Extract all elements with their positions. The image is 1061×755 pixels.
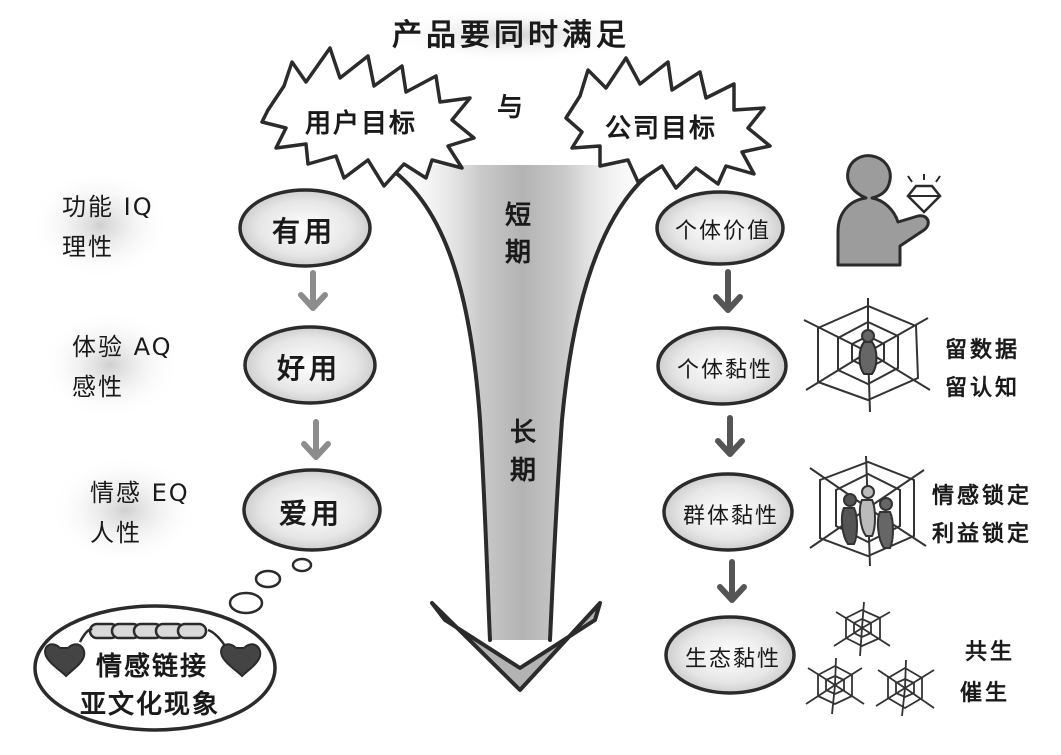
short-term-char-2: 期 — [505, 238, 534, 268]
oval-group-stickiness — [662, 472, 794, 552]
user-goal-label: 用户目标 — [305, 109, 418, 139]
thought-line-1: 情感链接 — [96, 652, 209, 682]
funnel-arrowhead — [430, 601, 602, 692]
glow-title — [382, 7, 642, 63]
side-label-1a: 功能 IQ — [62, 193, 154, 221]
side-label-2a: 体验 AQ — [72, 333, 173, 361]
stage-ecosystem-stickiness-label: 生态黏性 — [685, 647, 782, 672]
funnel-body — [385, 165, 660, 640]
note-group-1: 情感锁定 — [932, 484, 1033, 509]
note-eco-2: 催生 — [960, 681, 1011, 706]
heart-left-icon — [44, 643, 86, 678]
side-label-2b: 感性 — [72, 373, 124, 401]
right-arrow-1 — [713, 269, 743, 313]
stage-useful-label: 有用 — [272, 215, 337, 248]
funnel-outline-right — [548, 163, 662, 642]
right-arrow-3 — [717, 559, 747, 603]
oval-love-to-use — [242, 468, 382, 552]
short-term-char-1: 短 — [505, 201, 534, 231]
spider-web-person-icon — [803, 298, 931, 413]
funnel-outline-left — [383, 163, 492, 642]
thought-dot-1 — [291, 557, 313, 573]
stage-easy-label: 好用 — [277, 352, 342, 385]
user-goal-burst — [260, 46, 476, 188]
left-arrow-2 — [301, 419, 331, 460]
stage-group-stickiness-label: 群体黏性 — [683, 504, 780, 529]
oval-ecosystem-stickiness — [664, 615, 796, 695]
side-label-3b: 人性 — [90, 519, 142, 547]
note-individual-1: 留数据 — [945, 338, 1021, 363]
note-individual-2: 留认知 — [945, 376, 1021, 401]
thought-dot-3 — [228, 591, 264, 615]
long-term-char-2: 期 — [510, 456, 539, 486]
oval-individual-stickiness — [656, 326, 788, 406]
oval-individual-value — [655, 190, 785, 266]
spider-webs-cluster-icon — [805, 601, 935, 717]
stage-individual-stickiness-label: 个体黏性 — [677, 358, 774, 383]
stage-love-label: 爱用 — [279, 497, 344, 530]
glow-left-2 — [40, 310, 180, 420]
company-goal-burst — [564, 56, 772, 190]
connector-label: 与 — [497, 93, 526, 123]
page-title: 产品要同时满足 — [392, 18, 630, 53]
long-term-char-1: 长 — [510, 418, 539, 448]
right-arrow-2 — [715, 415, 745, 457]
oval-easy-to-use — [243, 325, 377, 405]
chain-icon — [78, 622, 228, 649]
company-goal-label: 公司目标 — [605, 114, 718, 144]
heart-right-icon — [220, 643, 262, 678]
glow-left-1 — [30, 170, 170, 280]
oval-useful — [238, 188, 372, 268]
thought-line-2: 亚文化现象 — [80, 690, 221, 720]
side-label-1b: 理性 — [62, 233, 114, 261]
user-diamond-icon — [836, 154, 942, 267]
stage-individual-value-label: 个体价值 — [675, 219, 772, 244]
note-eco-1: 共生 — [965, 640, 1016, 665]
spider-web-group-icon — [809, 455, 927, 567]
side-label-3a: 情感 EQ — [90, 479, 190, 507]
glow-left-3 — [50, 455, 200, 565]
note-group-2: 利益锁定 — [932, 522, 1033, 547]
thought-dot-2 — [254, 569, 282, 589]
left-arrow-1 — [298, 270, 328, 311]
